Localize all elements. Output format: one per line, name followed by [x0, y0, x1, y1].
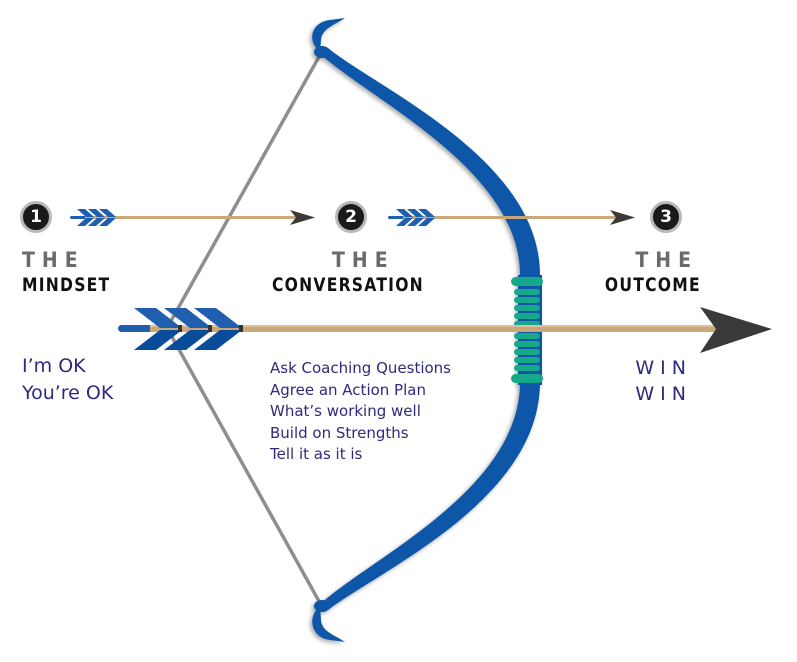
step-badge-1: 1 [20, 201, 52, 233]
step-badge-3: 3 [650, 201, 682, 233]
main-arrow-fletching [134, 308, 242, 350]
grip-wrap [511, 374, 543, 383]
description-line: WIN [635, 357, 692, 379]
grip-wrap [514, 357, 540, 363]
outcome-description: WIN WIN [600, 355, 692, 407]
grip-wrap [514, 349, 540, 355]
step-badge-2: 2 [335, 201, 367, 233]
main-arrowhead [700, 307, 772, 353]
description-line: What’s working well [270, 402, 421, 420]
grip-wrap [511, 277, 543, 286]
stage-outcome-label: THE OUTCOME [586, 248, 701, 298]
description-line: Ask Coaching Questions [270, 359, 451, 377]
description-line: Agree an Action Plan [270, 380, 426, 399]
small-arrow-1-to-2 [70, 209, 315, 226]
stage-prefix: THE [22, 248, 85, 272]
description-line: You’re OK [22, 382, 114, 404]
stage-title: MINDSET [22, 274, 111, 296]
bow-string [165, 54, 322, 604]
bow-grip [511, 277, 543, 383]
grip-wrap [514, 305, 540, 311]
description-line: I’m OK [22, 355, 86, 377]
stage-prefix: THE [635, 248, 698, 272]
stage-title: OUTCOME [604, 274, 701, 296]
grip-wrap [514, 365, 540, 371]
description-line: Build on Strengths [270, 423, 409, 442]
stage-prefix: THE [332, 248, 395, 272]
mindset-description: I’m OK You’re OK [22, 353, 113, 407]
stage-title: CONVERSATION [272, 274, 424, 296]
description-line: Tell it as it is [270, 445, 363, 463]
main-arrow [118, 307, 772, 353]
grip-wrap [514, 341, 540, 347]
description-line: WIN [635, 383, 692, 405]
grip-wrap [514, 289, 540, 295]
conversation-description: Ask Coaching Questions Agree an Action P… [270, 358, 451, 466]
grip-wrap [514, 313, 540, 319]
grip-wrap [514, 297, 540, 303]
grip-wrap [514, 333, 540, 339]
stage-conversation-label: THE CONVERSATION [272, 248, 457, 298]
stage-mindset-label: THE MINDSET [22, 248, 130, 298]
small-arrow-2-to-3 [388, 209, 635, 226]
